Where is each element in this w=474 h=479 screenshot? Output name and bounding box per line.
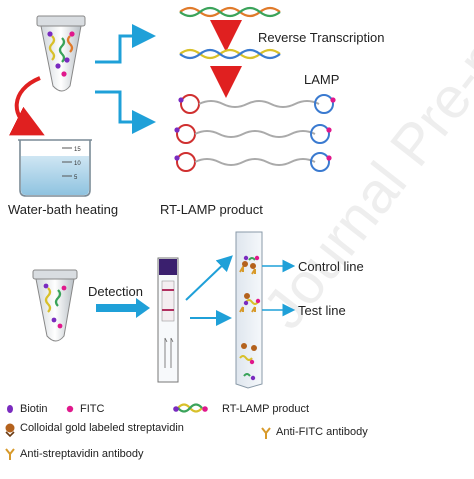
label-lamp: LAMP	[304, 72, 340, 87]
legend-fitc: FITC	[80, 403, 105, 415]
lamp-amplicon-icon	[174, 124, 332, 144]
anti-fitc-antibody-icon	[261, 427, 271, 439]
control-line-antibodies	[239, 255, 260, 275]
heating-arrow	[8, 76, 45, 136]
test-line-antibodies	[239, 293, 261, 313]
arrow-to-lamp	[95, 90, 156, 134]
legend-anti-fitc: Anti-FITC antibody	[276, 426, 368, 438]
arrow-to-rt	[95, 24, 156, 64]
label-reverse-transcription: Reverse Transcription	[258, 30, 385, 45]
rna-helix-icon	[179, 6, 281, 18]
legend-icons	[5, 403, 271, 460]
biotin-icon	[7, 405, 13, 413]
beaker-tick-5: 5	[74, 175, 78, 181]
beaker-tick-15: 15	[74, 147, 81, 153]
pad-conjugates	[239, 343, 257, 381]
label-rt-lamp-product: RT-LAMP product	[160, 202, 263, 217]
legend-gold-streptavidin: Colloidal gold labeled streptavidin	[20, 422, 184, 434]
legend-anti-streptavidin: Anti-streptavidin antibody	[20, 448, 144, 460]
gold-streptavidin-icon	[5, 423, 15, 438]
beaker-icon: 15 10 5	[18, 139, 92, 197]
label-test-line: Test line	[298, 303, 346, 318]
reaction-tube-icon	[36, 15, 86, 92]
lamp-amplicon-icon	[178, 94, 336, 114]
rt-lamp-product-icon	[173, 403, 208, 413]
test-strip-icon	[157, 257, 179, 383]
lamp-amplicon-icon	[174, 152, 332, 172]
legend-biotin: Biotin	[20, 403, 48, 415]
cdna-helix-icon	[179, 48, 281, 60]
label-control-line: Control line	[298, 259, 364, 274]
zoomed-strip	[235, 231, 296, 389]
anti-streptavidin-antibody-icon	[5, 448, 15, 460]
label-water-bath: Water-bath heating	[8, 202, 119, 217]
legend-rt-lamp-product: RT-LAMP product	[222, 403, 310, 415]
beaker-tick-10: 10	[74, 161, 81, 167]
lamp-amplicons	[174, 94, 336, 172]
sample-tube-icon	[32, 269, 78, 342]
fitc-icon	[66, 405, 74, 413]
label-detection: Detection	[88, 284, 143, 299]
zoom-arrow-up	[185, 255, 233, 301]
detection-arrow	[96, 298, 150, 318]
